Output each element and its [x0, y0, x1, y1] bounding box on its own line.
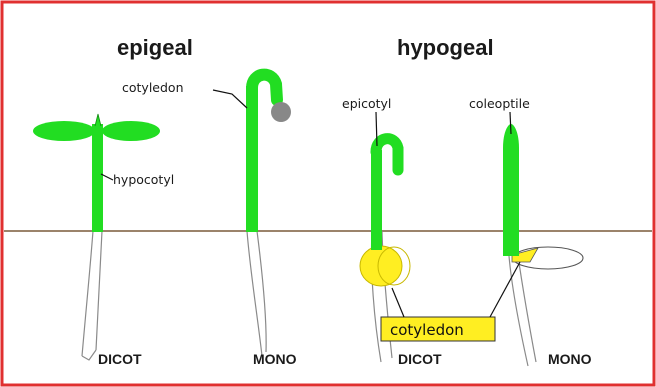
label-cotyledon: cotyledon	[122, 80, 184, 95]
hypogeal-dicot-epicotyl	[371, 150, 382, 250]
hypogeal-mono-coleoptile	[503, 124, 519, 256]
footer-epigeal-mono: MONO	[253, 351, 297, 367]
title-epigeal: epigeal	[117, 35, 193, 60]
epigeal-dicot-right-cotyledon	[102, 121, 160, 141]
epigeal-mono-stem	[246, 86, 258, 232]
hypogeal-dicot-cotyledon	[360, 246, 402, 286]
epigeal-dicot-hypocotyl	[92, 124, 103, 232]
epigeal-dicot-left-cotyledon	[33, 121, 95, 141]
label-coleoptile: coleoptile	[469, 96, 530, 111]
epigeal-mono-seed	[271, 102, 291, 122]
label-hypocotyl: hypocotyl	[113, 172, 174, 187]
footer-hypogeal-dicot: DICOT	[398, 351, 442, 367]
label-epicotyl: epicotyl	[342, 96, 391, 111]
label-cotyledon-box: cotyledon	[390, 321, 464, 339]
footer-epigeal-dicot: DICOT	[98, 351, 142, 367]
footer-hypogeal-mono: MONO	[548, 351, 592, 367]
title-hypogeal: hypogeal	[397, 35, 494, 60]
